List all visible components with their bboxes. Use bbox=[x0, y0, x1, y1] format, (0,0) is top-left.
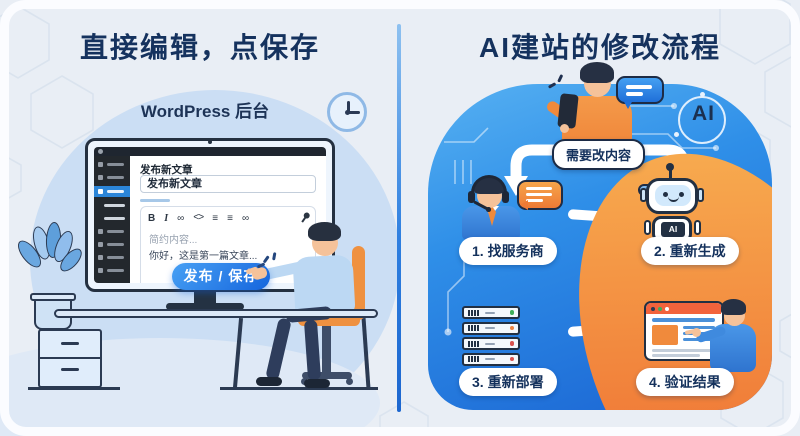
desk bbox=[54, 309, 378, 318]
led-red bbox=[509, 356, 514, 362]
browser-topbar bbox=[646, 303, 721, 314]
wrench-icon bbox=[98, 189, 103, 194]
robot-eye bbox=[663, 192, 668, 197]
link-icon[interactable]: ∞ bbox=[177, 212, 185, 224]
wordpress-logo-icon bbox=[98, 149, 103, 154]
headset-earcup-icon bbox=[468, 191, 475, 203]
person-phone-hair bbox=[580, 62, 614, 83]
menu-icon bbox=[98, 162, 103, 167]
menu-icon bbox=[98, 175, 103, 180]
sidebar-submenu-item[interactable] bbox=[98, 201, 126, 210]
sidebar-menu-item[interactable] bbox=[98, 227, 126, 236]
server-stack-icon bbox=[462, 306, 520, 368]
wordpress-admin-screen: 发布新文章 发布新文章 B I ∞ <> ≡ ≡ ∞ 简约内容... bbox=[94, 147, 326, 283]
right-panel-title: AI建站的修改流程 bbox=[478, 32, 721, 63]
step-4-label: 4. 验证结果 bbox=[636, 368, 734, 396]
person-sitting-shoe bbox=[304, 379, 330, 388]
chair-caster bbox=[346, 378, 353, 385]
italic-icon[interactable]: I bbox=[164, 212, 169, 224]
trigger-label: 需要改内容 bbox=[552, 139, 646, 170]
chair-back bbox=[352, 246, 365, 320]
robot-antenna-icon bbox=[666, 163, 674, 171]
headset-earcup-icon bbox=[502, 191, 509, 203]
center-divider bbox=[397, 24, 401, 412]
headset-mic-icon bbox=[486, 207, 491, 212]
person-verifying-hair bbox=[721, 299, 746, 315]
editor-toolbar: B I ∞ <> ≡ ≡ ∞ bbox=[148, 210, 312, 226]
led-orange bbox=[509, 325, 514, 331]
admin-topbar bbox=[94, 147, 326, 156]
wordpress-sidebar bbox=[94, 156, 130, 283]
robot-antenna-icon bbox=[669, 169, 672, 179]
menu-icon bbox=[98, 255, 103, 260]
robot-arm bbox=[644, 220, 651, 235]
drawer-cabinet bbox=[38, 329, 102, 388]
monitor: 发布新文章 发布新文章 B I ∞ <> ≡ ≡ ∞ 简约内容... bbox=[85, 138, 335, 292]
editor-heading: 发布新文章 bbox=[140, 164, 193, 176]
sidebar-menu-item[interactable] bbox=[98, 160, 126, 169]
bold-icon[interactable]: B bbox=[148, 212, 156, 224]
sidebar-submenu-item[interactable] bbox=[98, 214, 126, 223]
chat-bubble-icon bbox=[517, 180, 563, 210]
step-2-label: 2. 重新生成 bbox=[641, 237, 739, 265]
person-phone-hand bbox=[560, 124, 569, 133]
sidebar-menu-item-active[interactable] bbox=[94, 186, 130, 197]
robot-smile bbox=[668, 195, 679, 202]
divider-line bbox=[140, 199, 170, 202]
sidebar-menu-item[interactable] bbox=[98, 240, 126, 249]
chair-base bbox=[302, 372, 352, 379]
smartphone-icon bbox=[557, 93, 579, 129]
monitor-stand-base bbox=[166, 303, 244, 310]
chair-seat bbox=[298, 315, 360, 326]
post-title-input[interactable]: 发布新文章 bbox=[140, 175, 316, 193]
headset-icon bbox=[471, 175, 507, 195]
floor-line bbox=[220, 387, 378, 390]
plant-pot-rim bbox=[30, 293, 76, 301]
chat-bubble-icon bbox=[616, 76, 664, 109]
pointing-hand-icon bbox=[692, 328, 701, 337]
active-notch bbox=[126, 188, 130, 196]
support-agent-tie bbox=[488, 206, 496, 226]
left-panel-title: 直接编辑，点保存 bbox=[79, 32, 320, 63]
robot-ear bbox=[640, 188, 647, 202]
robot-ai-chip-label: AI bbox=[661, 222, 685, 237]
person-sitting-shoe bbox=[256, 377, 282, 386]
excerpt-text: 简约内容... bbox=[149, 235, 198, 246]
bullet-list-icon[interactable]: ≡ bbox=[212, 212, 219, 224]
browser-dot bbox=[651, 306, 655, 311]
numbered-list-icon[interactable]: ≡ bbox=[227, 212, 233, 224]
camera-dot-icon bbox=[208, 140, 212, 144]
chair-stem bbox=[322, 326, 331, 374]
menu-icon bbox=[98, 229, 103, 234]
circuit-dot bbox=[674, 132, 679, 137]
hero-block bbox=[652, 325, 678, 345]
robot-ear bbox=[697, 188, 704, 202]
browser-dot bbox=[658, 306, 662, 311]
step-1-label: 1. 找服务商 bbox=[459, 237, 557, 265]
clock-icon bbox=[327, 92, 367, 132]
led-green bbox=[509, 310, 514, 315]
circuit-dot bbox=[700, 92, 705, 97]
link-icon[interactable]: ∞ bbox=[241, 212, 250, 224]
gear-icon bbox=[98, 268, 103, 273]
floor-line bbox=[28, 387, 120, 390]
ai-watermark-label: AI bbox=[692, 102, 715, 125]
body-text: 你好，这是第一篇文章... bbox=[149, 251, 258, 262]
ai-circuit-ring bbox=[678, 96, 726, 144]
sidebar-menu-item[interactable] bbox=[98, 266, 126, 275]
sidebar-menu-item[interactable] bbox=[98, 253, 126, 262]
robot-arm bbox=[694, 220, 701, 235]
code-icon[interactable]: <> bbox=[193, 212, 204, 224]
pin-icon[interactable] bbox=[297, 210, 312, 226]
robot-eye bbox=[679, 192, 684, 197]
wordpress-backend-label: WordPress 后台 bbox=[140, 102, 270, 121]
browser-dot bbox=[665, 306, 669, 311]
menu-icon bbox=[98, 242, 103, 247]
led-red bbox=[509, 341, 514, 346]
person-sitting-hair bbox=[308, 222, 341, 241]
sidebar-menu-item[interactable] bbox=[98, 173, 126, 182]
step-3-label: 3. 重新部署 bbox=[459, 368, 557, 396]
